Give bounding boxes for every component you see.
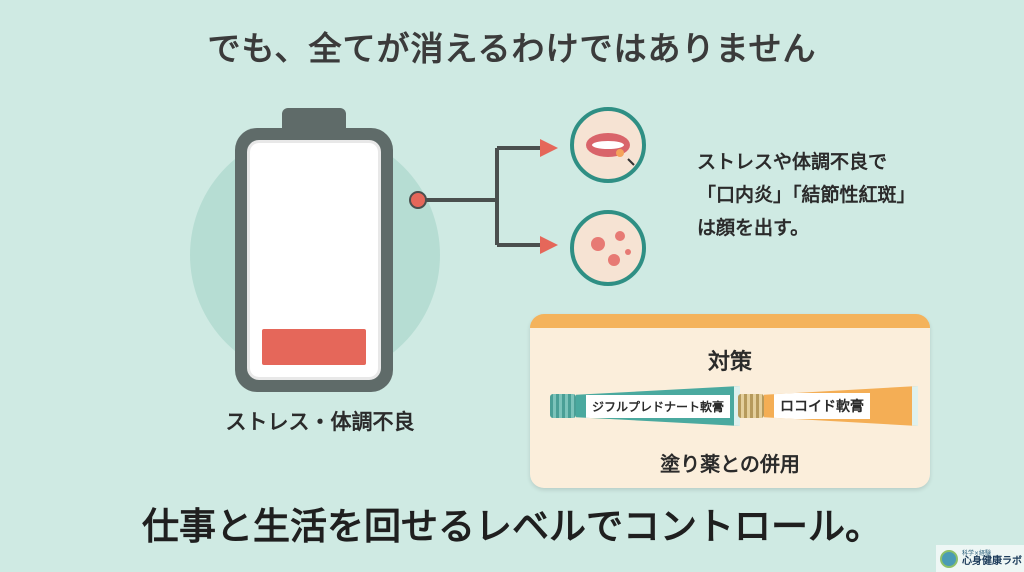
conclusion-text: 仕事と生活を回せるレベルでコントロール。: [142, 505, 882, 548]
site-logo: 科学×経験 心身健康ラボ: [936, 545, 1024, 572]
globe-icon: [940, 549, 958, 568]
connector-arrows: [409, 139, 558, 254]
symptom-line: 「口内炎」「結節性紅斑」: [697, 184, 916, 206]
battery-label: ストレス・体調不良: [225, 410, 415, 434]
panel-title: 対策: [707, 350, 752, 375]
page-title: でも、全てが消えるわけではありません: [207, 29, 817, 68]
countermeasure-panel: 対策 ジフルプレドナート軟膏 ロコイド軟膏 塗り薬との併用: [530, 314, 930, 488]
symptom-line: は顔を出す。: [697, 217, 810, 239]
symptom-line: ストレスや体調不良で: [697, 151, 888, 173]
battery-icon: [235, 128, 393, 392]
skin-rash-icon: [570, 210, 646, 286]
mouth-ulcer-icon: [570, 107, 646, 183]
symptom-description: ストレスや体調不良で 「口内炎」「結節性紅斑」 は顔を出す。: [697, 146, 916, 245]
battery-level: [262, 329, 366, 365]
tube-zifluprednate: ジフルプレドナート軟膏: [550, 386, 740, 426]
panel-footer: 塗り薬との併用: [660, 452, 800, 476]
tube-label: ジフルプレドナート軟膏: [586, 394, 731, 418]
logo-name: 心身健康ラボ: [962, 555, 1022, 567]
tube-locoid: ロコイド軟膏: [738, 386, 918, 426]
tube-label: ロコイド軟膏: [774, 393, 870, 419]
logo-tagline: 科学×経験: [962, 549, 992, 557]
